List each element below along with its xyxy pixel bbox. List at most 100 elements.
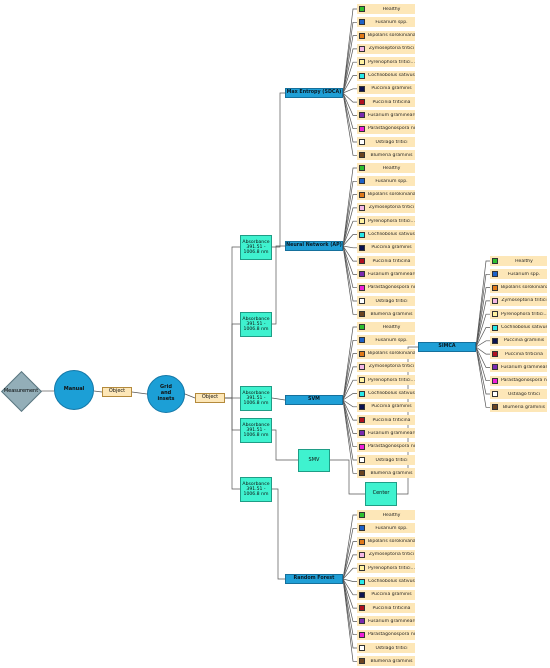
rf-class-3[interactable]: Zymoseptoria tritici xyxy=(357,549,415,560)
grid-and-insets-node[interactable]: Grid and insets xyxy=(147,375,185,413)
nn-class-8[interactable]: Fusarium graminearum xyxy=(357,269,415,280)
maxent-class-3[interactable]: Zymoseptoria tritici xyxy=(357,43,415,54)
nn-class-6[interactable]: Puccinia graminis xyxy=(357,242,415,253)
random-forest-node[interactable]: Random Forest xyxy=(285,574,343,584)
absorbance-to-svm xyxy=(271,397,286,401)
absorbance-node-3[interactable]: Absorbance 391.51 - 1006.8 nm xyxy=(240,386,272,411)
svm-class-11[interactable]: Blumeria graminis xyxy=(357,468,415,479)
rf-class-8[interactable]: Fusarium graminearum xyxy=(357,616,415,627)
manual-node[interactable]: Manual xyxy=(54,370,94,410)
svm-class-9[interactable]: Parastagonospora no... xyxy=(357,441,415,452)
maxent-class-2[interactable]: Bipolaris sorokiniana xyxy=(357,30,415,41)
svm-class-8[interactable]: Fusarium graminearum xyxy=(357,428,415,439)
object-node-1[interactable]: Object xyxy=(102,387,132,397)
fan-svm-0 xyxy=(342,326,357,401)
object-node-2[interactable]: Object xyxy=(195,393,225,403)
class-label: Zymoseptoria tritici xyxy=(368,205,415,211)
maxent-class-1[interactable]: Fusarium spp. xyxy=(357,17,415,28)
rf-class-11[interactable]: Blumeria graminis xyxy=(357,656,415,667)
class-label: Fusarium spp. xyxy=(375,178,408,184)
nn-class-2[interactable]: Bipolaris sorokiniana xyxy=(357,189,415,200)
simca-class-4[interactable]: Pyrenophora tritici... xyxy=(490,309,547,320)
class-color-swatch xyxy=(359,311,365,318)
simca-class-0[interactable]: Healthy xyxy=(490,256,547,266)
nn-class-11[interactable]: Blumeria graminis xyxy=(357,309,415,320)
absorbance-node-4[interactable]: Absorbance 391.51 - 1006.8 nm xyxy=(240,418,272,443)
maxent-class-8[interactable]: Fusarium graminearum xyxy=(357,110,415,121)
smv-node[interactable]: SMV xyxy=(298,449,330,472)
simca-node[interactable]: SIMCA xyxy=(418,342,476,352)
simca-class-5[interactable]: Cochliobolus sativus xyxy=(490,322,547,333)
rf-class-10[interactable]: Ustilago tritici xyxy=(357,643,415,653)
simca-class-8[interactable]: Fusarium graminearum xyxy=(490,362,547,373)
maxent-class-7[interactable]: Puccinia triticina xyxy=(357,97,415,108)
maxent-class-5[interactable]: Cochliobolus sativus xyxy=(357,70,415,81)
class-color-swatch xyxy=(359,658,365,665)
class-color-swatch xyxy=(359,538,365,545)
fan-maxent-0 xyxy=(342,8,357,94)
rf-class-1[interactable]: Fusarium spp. xyxy=(357,523,415,534)
maxent-class-0[interactable]: Healthy xyxy=(357,4,415,14)
fan-maxent-2 xyxy=(342,35,357,94)
svm-class-1[interactable]: Fusarium spp. xyxy=(357,335,415,346)
svm-class-0[interactable]: Healthy xyxy=(357,322,415,332)
maxent-class-4[interactable]: Pyrenophora tritici... xyxy=(357,57,415,68)
nn-class-1[interactable]: Fusarium spp. xyxy=(357,176,415,187)
neural-network-node[interactable]: Neural Network (AP) xyxy=(285,241,343,251)
nn-class-5[interactable]: Cochliobolus sativus xyxy=(357,229,415,240)
simca-class-2[interactable]: Bipolaris sorokiniana xyxy=(490,282,547,293)
svm-class-5[interactable]: Cochliobolus sativus xyxy=(357,388,415,399)
rf-class-2[interactable]: Bipolaris sorokiniana xyxy=(357,536,415,547)
maxent-class-9[interactable]: Parastagonospora no... xyxy=(357,123,415,134)
class-label: Fusarium spp. xyxy=(507,271,541,277)
maxent-class-6[interactable]: Puccinia graminis xyxy=(357,83,415,94)
nn-class-4[interactable]: Pyrenophora tritici... xyxy=(357,216,415,227)
fan-rf-11 xyxy=(342,578,357,662)
svm-class-7[interactable]: Puccinia triticina xyxy=(357,415,415,426)
measurement-node[interactable]: Measurement xyxy=(0,370,43,413)
simca-class-7[interactable]: Puccinia triticina xyxy=(490,349,547,360)
simca-class-11[interactable]: Blumeria graminis xyxy=(490,402,547,413)
class-label: Blumeria graminis xyxy=(370,658,413,664)
svm-class-6[interactable]: Puccinia graminis xyxy=(357,401,415,412)
rf-class-4[interactable]: Pyrenophora tritici... xyxy=(357,563,415,574)
class-color-swatch xyxy=(492,284,498,291)
fan-maxent-10 xyxy=(342,92,357,143)
nn-class-10[interactable]: Ustilago tritici xyxy=(357,296,415,306)
nn-class-3[interactable]: Zymoseptoria tritici xyxy=(357,202,415,213)
svm-class-4[interactable]: Pyrenophora tritici... xyxy=(357,375,415,386)
class-color-swatch xyxy=(492,404,498,411)
absorbance-node-1[interactable]: Absorbance 391.51 - 1006.8 nm xyxy=(240,235,272,260)
fan-svm-8 xyxy=(342,399,357,434)
maxent-class-11[interactable]: Blumeria graminis xyxy=(357,150,415,161)
simca-class-1[interactable]: Fusarium spp. xyxy=(490,269,547,280)
fan-nn-9 xyxy=(342,245,357,289)
nn-class-9[interactable]: Parastagonospora no... xyxy=(357,282,415,293)
absorbance-node-2[interactable]: Absorbance 391.51 - 1006.8 nm xyxy=(240,312,272,337)
svm-class-3[interactable]: Zymoseptoria tritici xyxy=(357,361,415,372)
class-color-swatch xyxy=(359,403,365,410)
nn-class-0[interactable]: Healthy xyxy=(357,163,415,173)
max-entropy-node[interactable]: Max Entropy (SDCA) xyxy=(285,88,343,98)
class-label: Healthy xyxy=(382,6,401,12)
simca-class-10[interactable]: Ustilago tritici xyxy=(490,389,547,399)
simca-class-6[interactable]: Puccinia graminis xyxy=(490,335,547,346)
svm-node[interactable]: SVM xyxy=(285,395,343,405)
center-node[interactable]: Center xyxy=(365,482,397,506)
rf-class-9[interactable]: Parastagonospora no... xyxy=(357,629,415,640)
nn-class-7[interactable]: Puccinia triticina xyxy=(357,256,415,267)
class-label: Zymoseptoria tritici xyxy=(368,552,415,558)
simca-class-3[interactable]: Zymoseptoria tritici xyxy=(490,295,547,306)
rf-class-7[interactable]: Puccinia triticina xyxy=(357,603,415,614)
rf-class-5[interactable]: Cochliobolus sativus xyxy=(357,576,415,587)
rf-class-0[interactable]: Healthy xyxy=(357,510,415,520)
maxent-class-10[interactable]: Ustilago tritici xyxy=(357,137,415,147)
svm-class-10[interactable]: Ustilago tritici xyxy=(357,455,415,465)
absorbance-node-5[interactable]: Absorbance 391.51 - 1006.8 nm xyxy=(240,477,272,502)
rf-class-6[interactable]: Puccinia graminis xyxy=(357,589,415,600)
svm-class-2[interactable]: Bipolaris sorokiniana xyxy=(357,348,415,359)
class-label: Bipolaris sorokiniana xyxy=(368,33,415,39)
class-label: Puccinia triticina xyxy=(372,417,411,423)
class-label: Fusarium spp. xyxy=(375,19,408,25)
simca-class-9[interactable]: Parastagonospora no... xyxy=(490,375,547,386)
